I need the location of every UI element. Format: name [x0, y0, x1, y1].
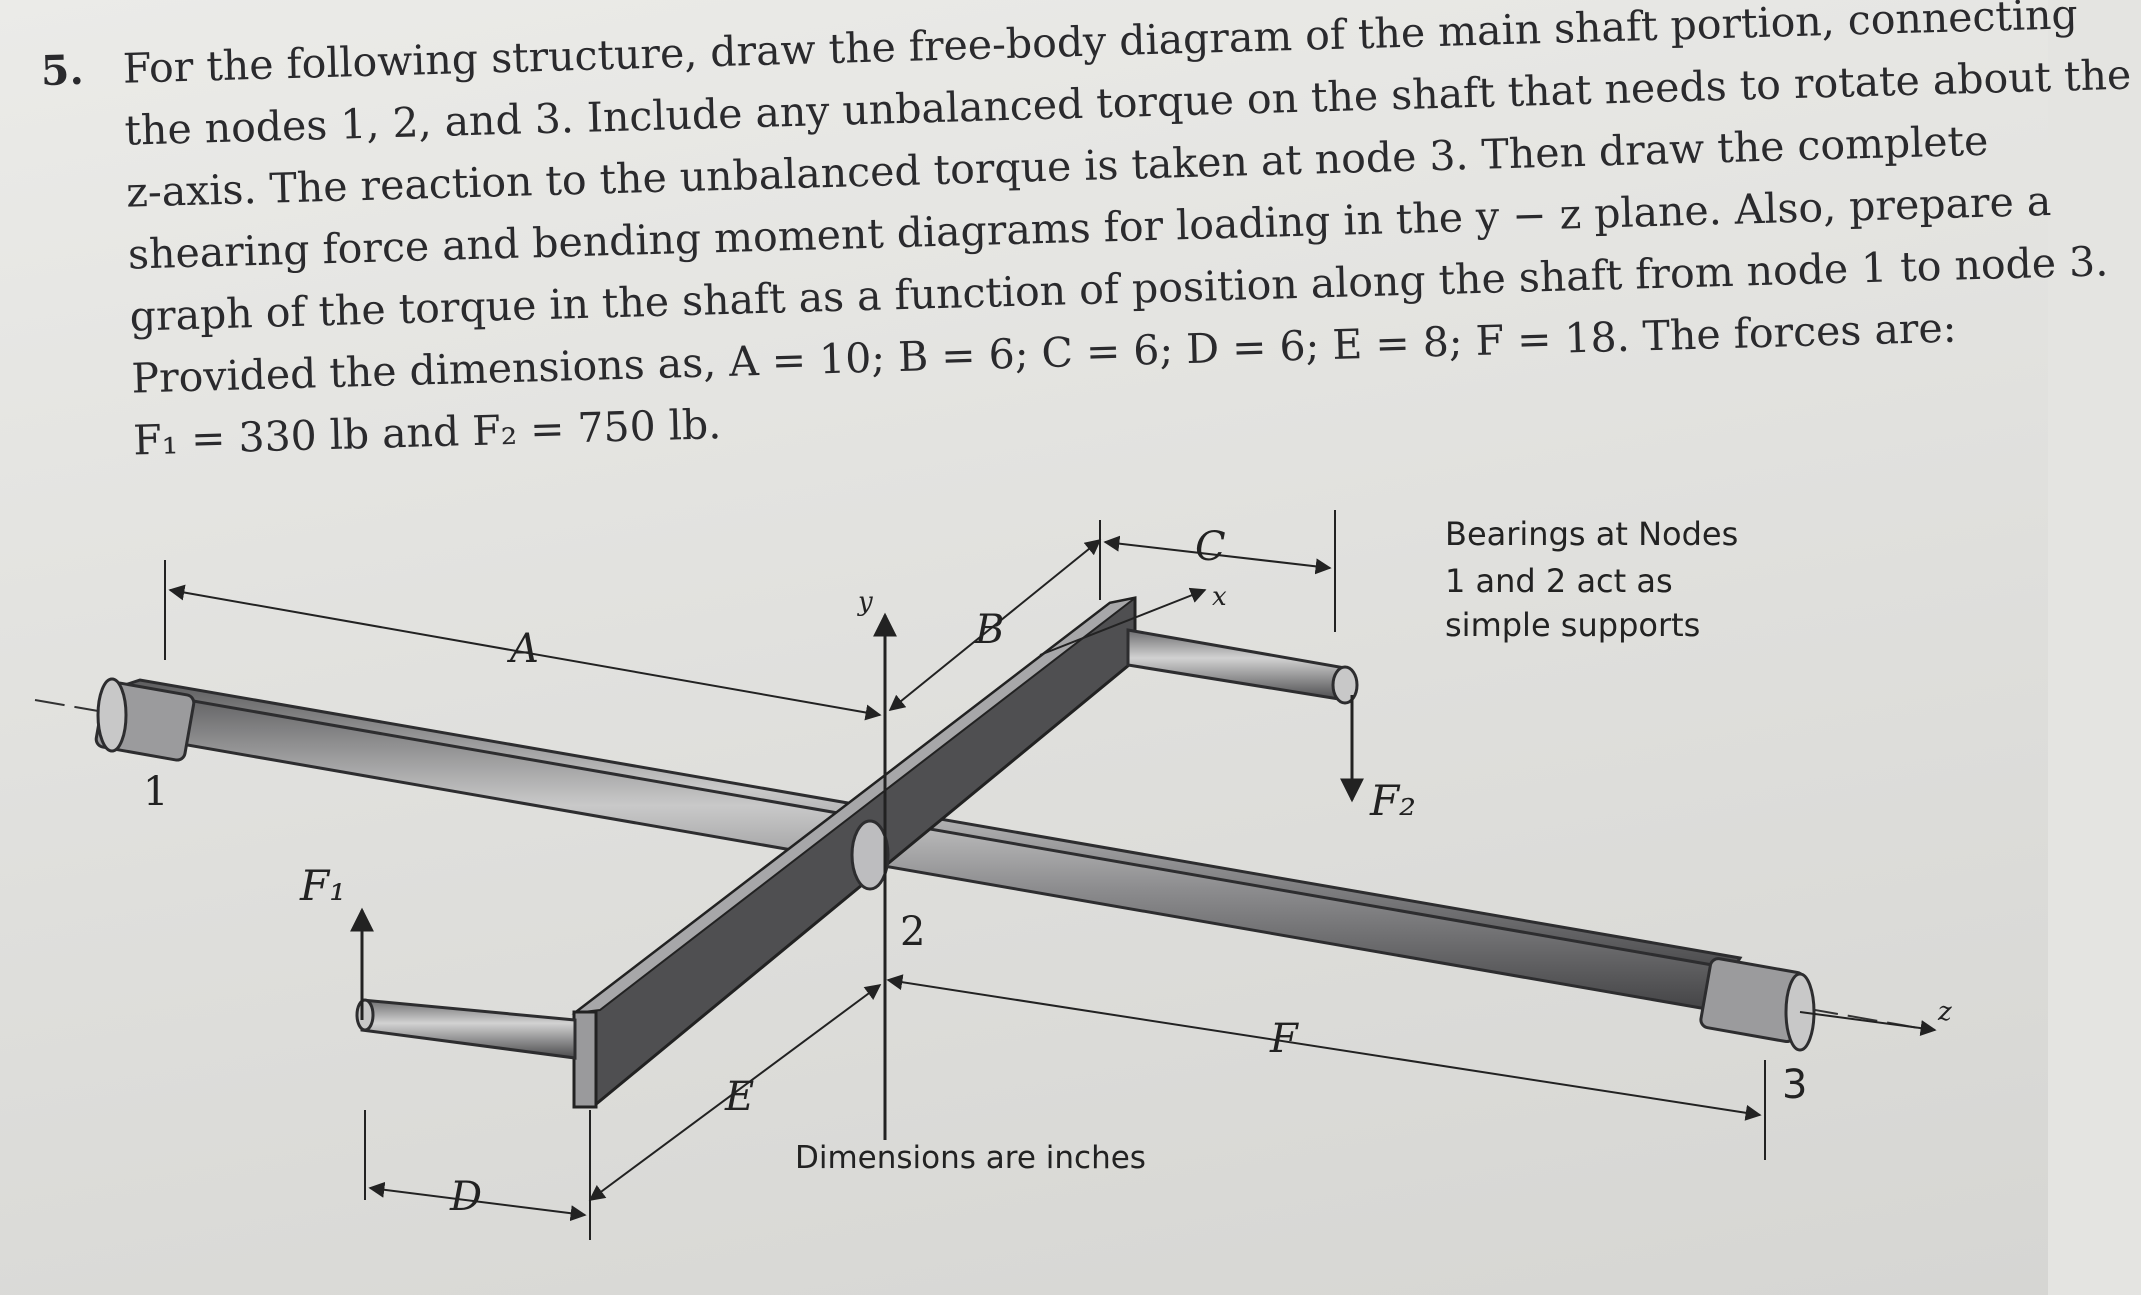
- axis-label-x: x: [1212, 582, 1227, 612]
- dim-label-c: C: [1195, 524, 1226, 570]
- crank-arm-end: [572, 1010, 598, 1109]
- rod-f2-end: [1331, 665, 1359, 705]
- units-note: Dimensions are inches: [795, 1140, 1146, 1176]
- dim-label-b: B: [974, 607, 1004, 653]
- rod-f2: [1126, 628, 1347, 702]
- bearing-note-line: Bearings at Nodes: [1445, 515, 1738, 553]
- axis-label-y: y: [857, 587, 873, 617]
- axis-label-z: z: [1937, 997, 1952, 1027]
- shaft-diagram: A B C D E F F₁ F₂ y x z 1 2 3 Bearings a…: [34, 510, 1952, 1240]
- dim-label-a: A: [506, 626, 539, 672]
- node-label-2: 2: [900, 909, 925, 955]
- node-label-1: 1: [143, 769, 168, 815]
- shaft-end-1: [96, 677, 128, 753]
- force-label-f2: F₂: [1369, 776, 1416, 825]
- dim-label-f: F: [1269, 1016, 1299, 1062]
- z-axis: [1799, 1011, 1937, 1037]
- bearing-note-line: 1 and 2 act as: [1445, 562, 1673, 600]
- rod-f1-end: [355, 998, 375, 1032]
- dim-b-line: [888, 538, 1102, 712]
- rod-f1: [360, 998, 577, 1060]
- node-label-3: 3: [1782, 1062, 1807, 1108]
- dim-d-line: [368, 1181, 587, 1222]
- dim-e-line: [588, 984, 882, 1201]
- bearing-note-line: simple supports: [1445, 606, 1700, 644]
- node-2-collar: [850, 819, 890, 891]
- force-label-f1: F₁: [299, 861, 346, 910]
- dim-f-line: [886, 974, 1762, 1121]
- dim-label-d: D: [449, 1174, 482, 1220]
- dim-a-line: [168, 584, 882, 721]
- dim-c-line: [1103, 535, 1332, 575]
- dim-label-e: E: [724, 1074, 754, 1120]
